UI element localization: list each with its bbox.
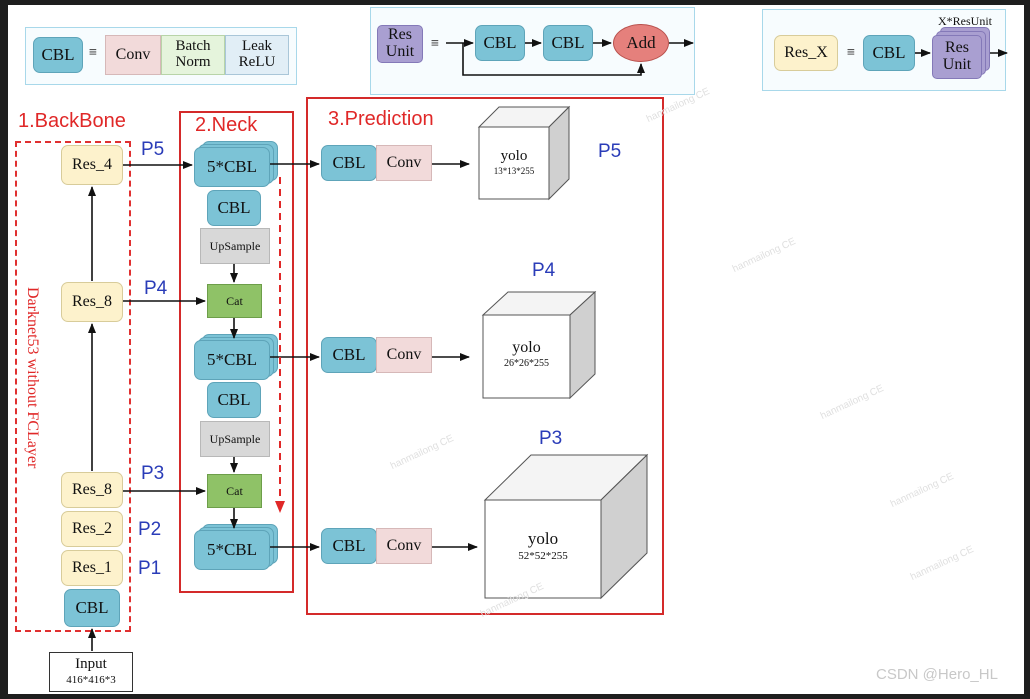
neck-cat-top: Cat [207,284,262,318]
legend-resunit-box: Res Unit [377,25,423,63]
yolo-size-p4: 26*26*255 [504,358,549,369]
prediction-frame [306,97,664,615]
yolo-cube-p4 [481,290,597,400]
legend-resx-cbl: CBL [863,35,915,71]
neck-5cbl-bottom: 5*CBL [194,530,270,570]
legend-resx-resunit: Res Unit [932,35,982,79]
scale-label-p3: P3 [141,463,165,484]
scale-label-p2: P2 [138,519,162,540]
backbone-res-8-b: Res_8 [61,282,123,322]
yolo-label-p5: yolo 13*13*255 [479,148,549,176]
yolo-name-p5: yolo [500,148,528,164]
pred-conv-p4: Conv [376,337,432,373]
neck-5cbl-mid: 5*CBL [194,340,270,380]
legend-add-node: Add [613,24,669,62]
backbone-vertical-label: Darknet53 without FCLayer [24,287,41,469]
output-scale-p5: P5 [598,141,622,162]
backbone-res-2: Res_2 [61,511,123,547]
yolo-size-p3: 52*52*255 [518,550,568,562]
csdn-credit: CSDN @Hero_HL [876,666,998,683]
legend-conv-box: Conv [105,35,161,75]
yolo-label-p4: yolo 26*26*255 [483,339,570,369]
backbone-title: 1.BackBone [18,110,126,132]
legend-resunit-equiv: ≡ [431,36,439,51]
connections-layer [88,39,1008,651]
neck-cbl-mid: CBL [207,382,261,418]
yolo-cube-p5 [477,105,571,201]
legend-resx-multiplier: X*ResUnit [938,14,992,28]
neck-frame [179,111,294,593]
arrows-group [88,39,1008,651]
backbone-res-4: Res_4 [61,145,123,185]
pred-conv-p5: Conv [376,145,432,181]
neck-5cbl-top: 5*CBL [194,147,270,187]
input-box: Input 416*416*3 [49,652,133,692]
yolo-name-p3: yolo [527,529,559,548]
legend-resunit-cbl-1: CBL [475,25,525,61]
input-size: 416*416*3 [66,674,116,687]
input-label: Input [75,656,107,673]
legend-cbl-equiv: ≡ [89,45,97,60]
legend-leakrelu-box: Leak ReLU [225,35,289,75]
yolo-cube-p3 [483,453,649,600]
neck-cbl-top: CBL [207,190,261,226]
diagram-canvas: CBL ≡ Conv Batch Norm Leak ReLU Res Unit… [8,5,1024,694]
yolo-name-p4: yolo [512,339,541,356]
neck-title: 2.Neck [195,114,258,136]
legend-cbl-box: CBL [33,37,83,73]
scale-label-p5: P5 [141,139,165,160]
backbone-cbl: CBL [64,589,120,627]
output-scale-p3: P3 [539,428,563,449]
backbone-res-1: Res_1 [61,550,123,586]
neck-cat-bottom: Cat [207,474,262,508]
pred-conv-p3: Conv [376,528,432,564]
arrow-resunit-skip [462,43,645,76]
neck-upsample-mid: UpSample [200,421,270,457]
output-scale-p4: P4 [532,260,556,281]
backbone-res-8-a: Res_8 [61,472,123,508]
legend-batchnorm-box: Batch Norm [161,35,225,75]
pred-cbl-p5: CBL [321,145,377,181]
prediction-title: 3.Prediction [328,108,434,130]
yolo-label-p3: yolo 52*52*255 [485,529,601,562]
legend-resx-equiv: ≡ [847,45,855,60]
legend-resx-box: Res_X [774,35,838,71]
legend-resunit-cbl-2: CBL [543,25,593,61]
yolo-size-p5: 13*13*255 [493,166,535,176]
pred-cbl-p3: CBL [321,528,377,564]
backbone-frame [15,141,131,632]
scale-label-p4: P4 [144,278,168,299]
neck-upsample-top: UpSample [200,228,270,264]
scale-label-p1: P1 [138,558,162,579]
